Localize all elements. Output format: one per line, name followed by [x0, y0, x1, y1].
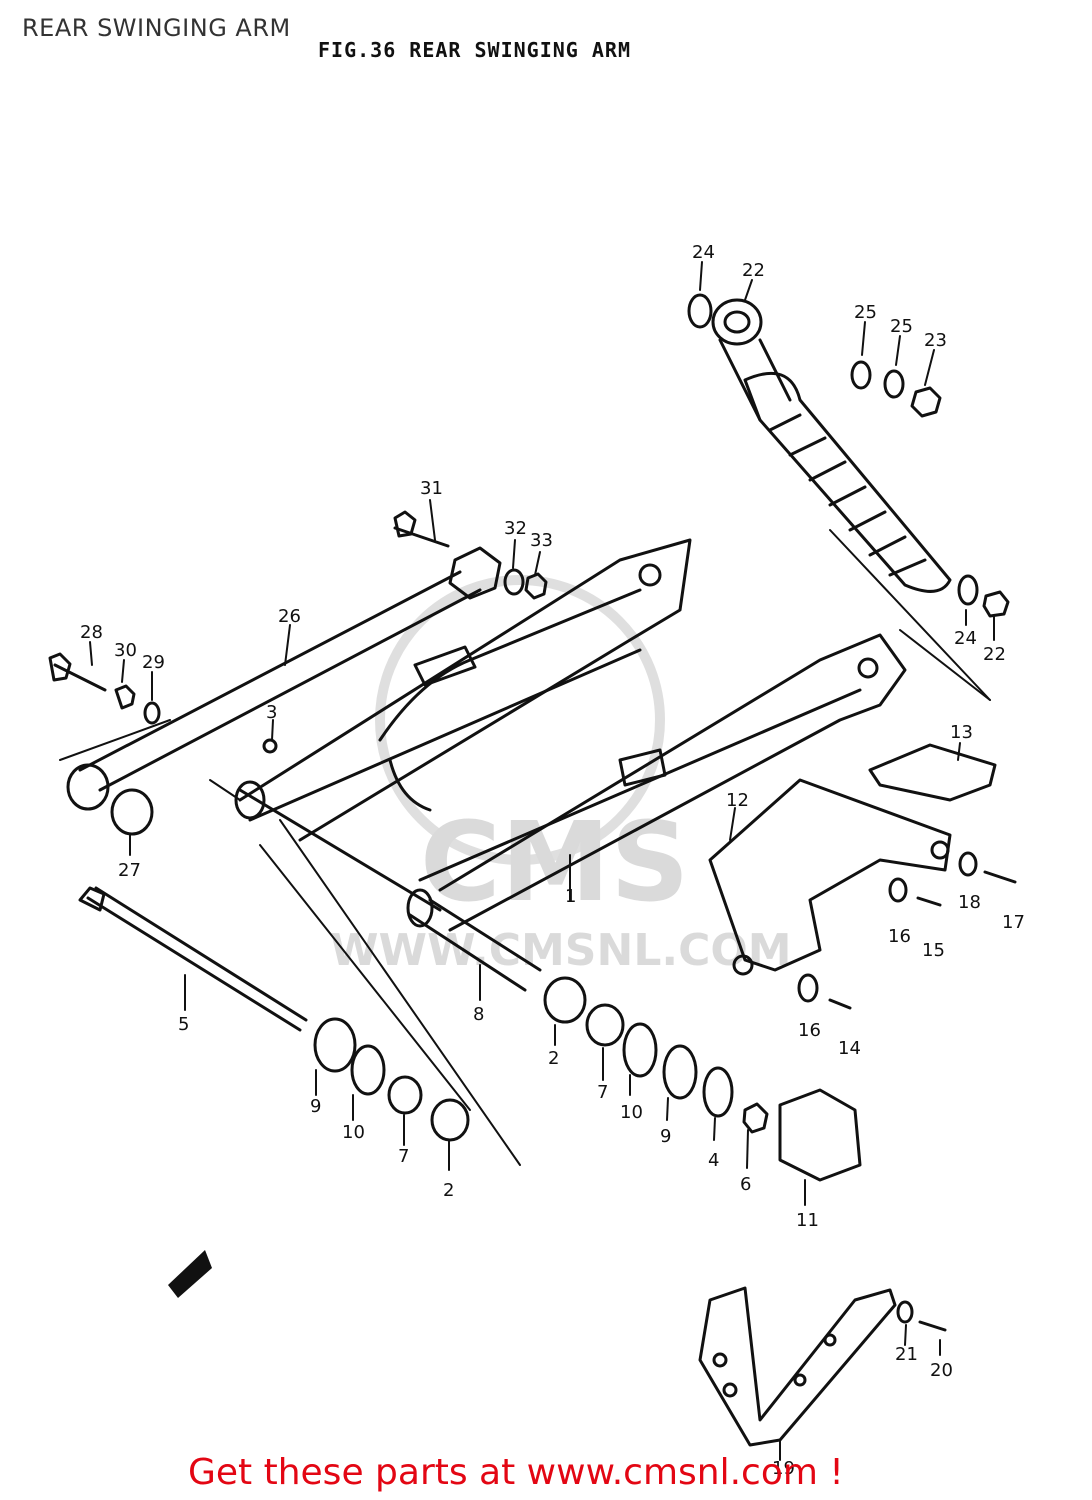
nut-23	[910, 386, 942, 418]
callout-24: 24	[692, 242, 715, 263]
washer-25-a	[850, 360, 872, 390]
callout-3: 3	[266, 702, 277, 723]
callout-22: 22	[742, 260, 765, 281]
washer-9-left	[313, 1017, 357, 1073]
bolt-31	[393, 526, 450, 548]
callout-25: 25	[890, 316, 913, 337]
washer-16-bottom	[797, 973, 819, 1003]
nut-33	[524, 572, 548, 600]
callout-26: 26	[278, 606, 301, 627]
callout-17: 17	[1002, 912, 1025, 933]
nut-6	[742, 1102, 769, 1134]
callout-19: 19	[772, 1458, 795, 1479]
callout-9: 9	[310, 1096, 321, 1117]
callout-10: 10	[342, 1122, 365, 1143]
callout-32: 32	[504, 518, 527, 539]
plate-13	[868, 743, 997, 802]
spacer-8	[408, 898, 542, 992]
callout-16: 16	[888, 926, 911, 947]
washer-10-left	[350, 1044, 386, 1096]
figure-title: FIG.36 REAR SWINGING ARM	[318, 38, 631, 62]
callout-23: 23	[924, 330, 947, 351]
pivot-shaft	[78, 886, 308, 1032]
bolt-15	[916, 896, 942, 907]
washer-21	[896, 1300, 914, 1324]
callout-16: 16	[798, 1020, 821, 1041]
nut-30	[114, 684, 136, 710]
callout-31: 31	[420, 478, 443, 499]
page-header-title: REAR SWINGING ARM	[22, 14, 291, 42]
callout-25: 25	[854, 302, 877, 323]
footer-promo-link[interactable]: Get these parts at www.cmsnl.com !	[188, 1452, 844, 1493]
washer-16-top	[888, 877, 908, 903]
callout-22: 22	[983, 644, 1006, 665]
bolt-28-head	[48, 652, 72, 682]
callout-1: 1	[565, 886, 576, 907]
brake-arm-bracket	[708, 778, 952, 976]
washer-18	[958, 851, 978, 877]
washer-10-right	[622, 1022, 658, 1078]
callout-2: 2	[548, 1048, 559, 1069]
bolt-14	[828, 998, 852, 1010]
callout-10: 10	[620, 1102, 643, 1123]
callout-4: 4	[708, 1150, 719, 1171]
callout-28: 28	[80, 622, 103, 643]
callout-21: 21	[895, 1344, 918, 1365]
callout-18: 18	[958, 892, 981, 913]
bolt-31-head	[393, 510, 417, 538]
washer-29	[143, 701, 161, 725]
washer-9-right	[662, 1044, 698, 1100]
chain-guard	[698, 1286, 897, 1447]
nut-22-bottom	[982, 590, 1010, 618]
grease-nipple-3	[262, 738, 278, 754]
callout-14: 14	[838, 1038, 861, 1059]
callout-12: 12	[726, 790, 749, 811]
washer-25-b	[883, 369, 905, 399]
callout-13: 13	[950, 722, 973, 743]
bolt-20	[918, 1320, 947, 1332]
callout-2: 2	[443, 1180, 454, 1201]
swinging-arm	[234, 538, 907, 932]
torque-rod	[66, 546, 502, 836]
leader-lines	[59, 261, 995, 1461]
cap-11	[778, 1088, 862, 1182]
callout-11: 11	[796, 1210, 819, 1231]
bolt-28	[53, 663, 107, 692]
callout-27: 27	[118, 860, 141, 881]
callout-20: 20	[930, 1360, 953, 1381]
callout-30: 30	[114, 640, 137, 661]
front-arrow-icon	[168, 1250, 212, 1298]
callout-15: 15	[922, 940, 945, 961]
spacer-8-end	[406, 888, 434, 928]
callout-33: 33	[530, 530, 553, 551]
callout-5: 5	[178, 1014, 189, 1035]
washer-32	[503, 568, 525, 596]
rear-shock-absorber	[711, 298, 952, 593]
callout-24: 24	[954, 628, 977, 649]
washer-24-top	[687, 293, 713, 329]
watermark: CMS WWW.CMSNL.COM	[330, 575, 792, 976]
bolt-17	[983, 870, 1017, 884]
callout-8: 8	[473, 1004, 484, 1025]
callout-9: 9	[660, 1126, 671, 1147]
callout-7: 7	[597, 1082, 608, 1103]
callout-labels: 24 22 25 25 23 31 32 33 28 30 29 26 3 27…	[80, 242, 1025, 1479]
bushing-7-right	[585, 1003, 625, 1047]
callout-7: 7	[398, 1146, 409, 1167]
callout-6: 6	[740, 1174, 751, 1195]
washer-24-bottom	[957, 574, 979, 606]
callout-29: 29	[142, 652, 165, 673]
washer-4	[702, 1066, 734, 1118]
watermark-url: WWW.CMSNL.COM	[330, 925, 792, 976]
bushing-2-left	[430, 1098, 470, 1142]
bushing-2-right	[543, 976, 587, 1024]
bushing-7-left	[387, 1075, 423, 1115]
